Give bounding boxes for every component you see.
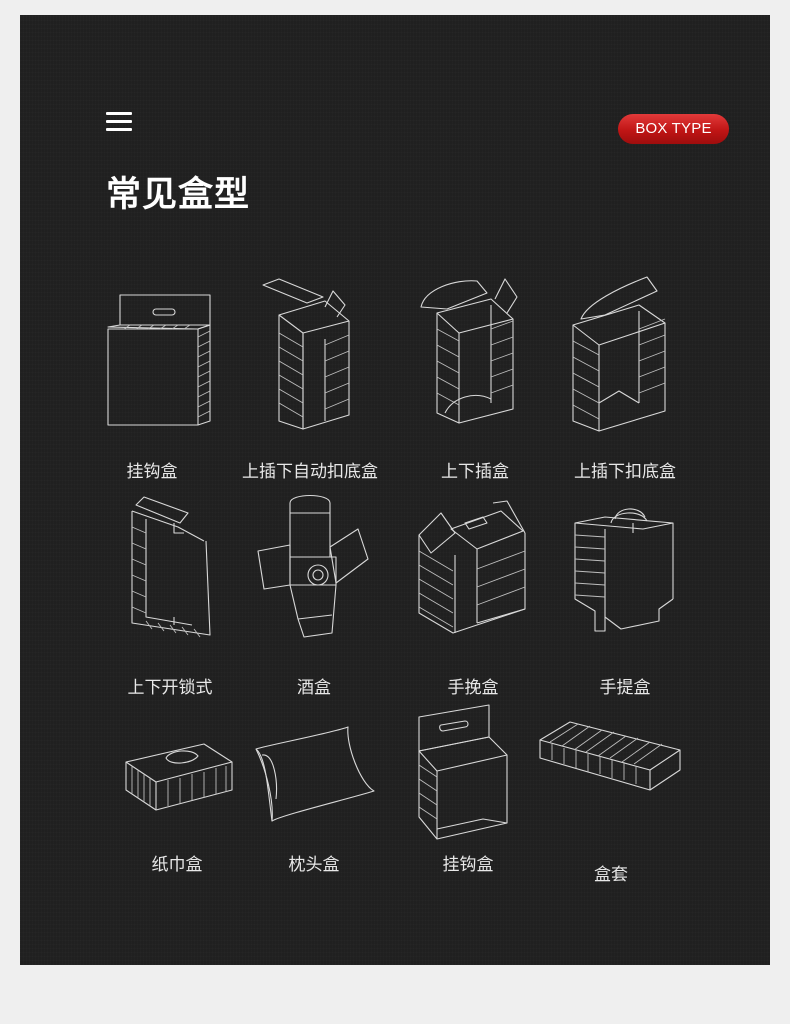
box-label: 盒套 <box>594 865 628 885</box>
handle-carry-box-icon <box>418 500 526 634</box>
auto-lock-bottom-box-icon <box>262 278 350 430</box>
box-label: 上插下扣底盒 <box>574 462 676 482</box>
box-item-tuck-end[interactable]: 上下插盒 <box>415 273 535 482</box>
box-type-grid: 挂钩盒 上插下自动扣底盒 <box>20 15 770 965</box>
box-label: 挂钩盒 <box>126 462 178 482</box>
box-item-sleeve[interactable]: 盒套 <box>538 720 684 885</box>
box-item-hanging-hook[interactable]: 挂钩盒 <box>90 285 214 482</box>
box-label: 上插下自动扣底盒 <box>242 462 378 482</box>
box-label: 酒盒 <box>297 678 331 698</box>
page-title: 常见盒型 <box>106 175 251 215</box>
box-label: 纸巾盒 <box>151 855 203 875</box>
box-item-handbag[interactable]: 手提盒 <box>573 493 677 698</box>
tissue-box-icon <box>125 743 233 811</box>
box-type-badge: BOX TYPE <box>618 114 729 144</box>
hamburger-menu-icon[interactable] <box>106 112 132 132</box>
wine-box-icon <box>257 494 369 638</box>
handbag-box-icon <box>574 508 674 632</box>
sleeve-box-icon <box>539 721 681 791</box>
box-item-pillow[interactable]: 枕头盒 <box>252 725 376 880</box>
lock-open-box-icon <box>131 496 211 638</box>
box-item-hanging-hook-2[interactable]: 挂钩盒 <box>413 704 523 880</box>
box-label: 上下插盒 <box>441 462 509 482</box>
box-item-snap-lock-bottom[interactable]: 上插下扣底盒 <box>565 273 685 482</box>
box-label: 手挽盒 <box>447 678 499 698</box>
content-panel: BOX TYPE 常见盒型 挂钩盒 <box>20 15 770 965</box>
snap-lock-bottom-box-icon <box>572 276 666 432</box>
box-label: 上下开锁式 <box>127 678 213 698</box>
box-item-tissue[interactable]: 纸巾盒 <box>120 740 234 880</box>
box-label: 枕头盒 <box>288 855 340 875</box>
box-label: 手提盒 <box>599 678 651 698</box>
pillow-box-icon <box>255 726 375 822</box>
hanging-hook-box-icon <box>418 704 508 840</box>
box-item-lock-open[interactable]: 上下开锁式 <box>118 493 222 698</box>
box-item-wine[interactable]: 酒盒 <box>257 493 370 698</box>
box-label: 挂钩盒 <box>442 855 494 875</box>
box-item-handle-carry[interactable]: 手挽盒 <box>415 493 531 698</box>
hanging-hook-box-icon <box>107 294 211 426</box>
tuck-end-box-icon <box>420 278 518 424</box>
box-item-auto-lock-bottom[interactable]: 上插下自动扣底盒 <box>235 273 385 482</box>
